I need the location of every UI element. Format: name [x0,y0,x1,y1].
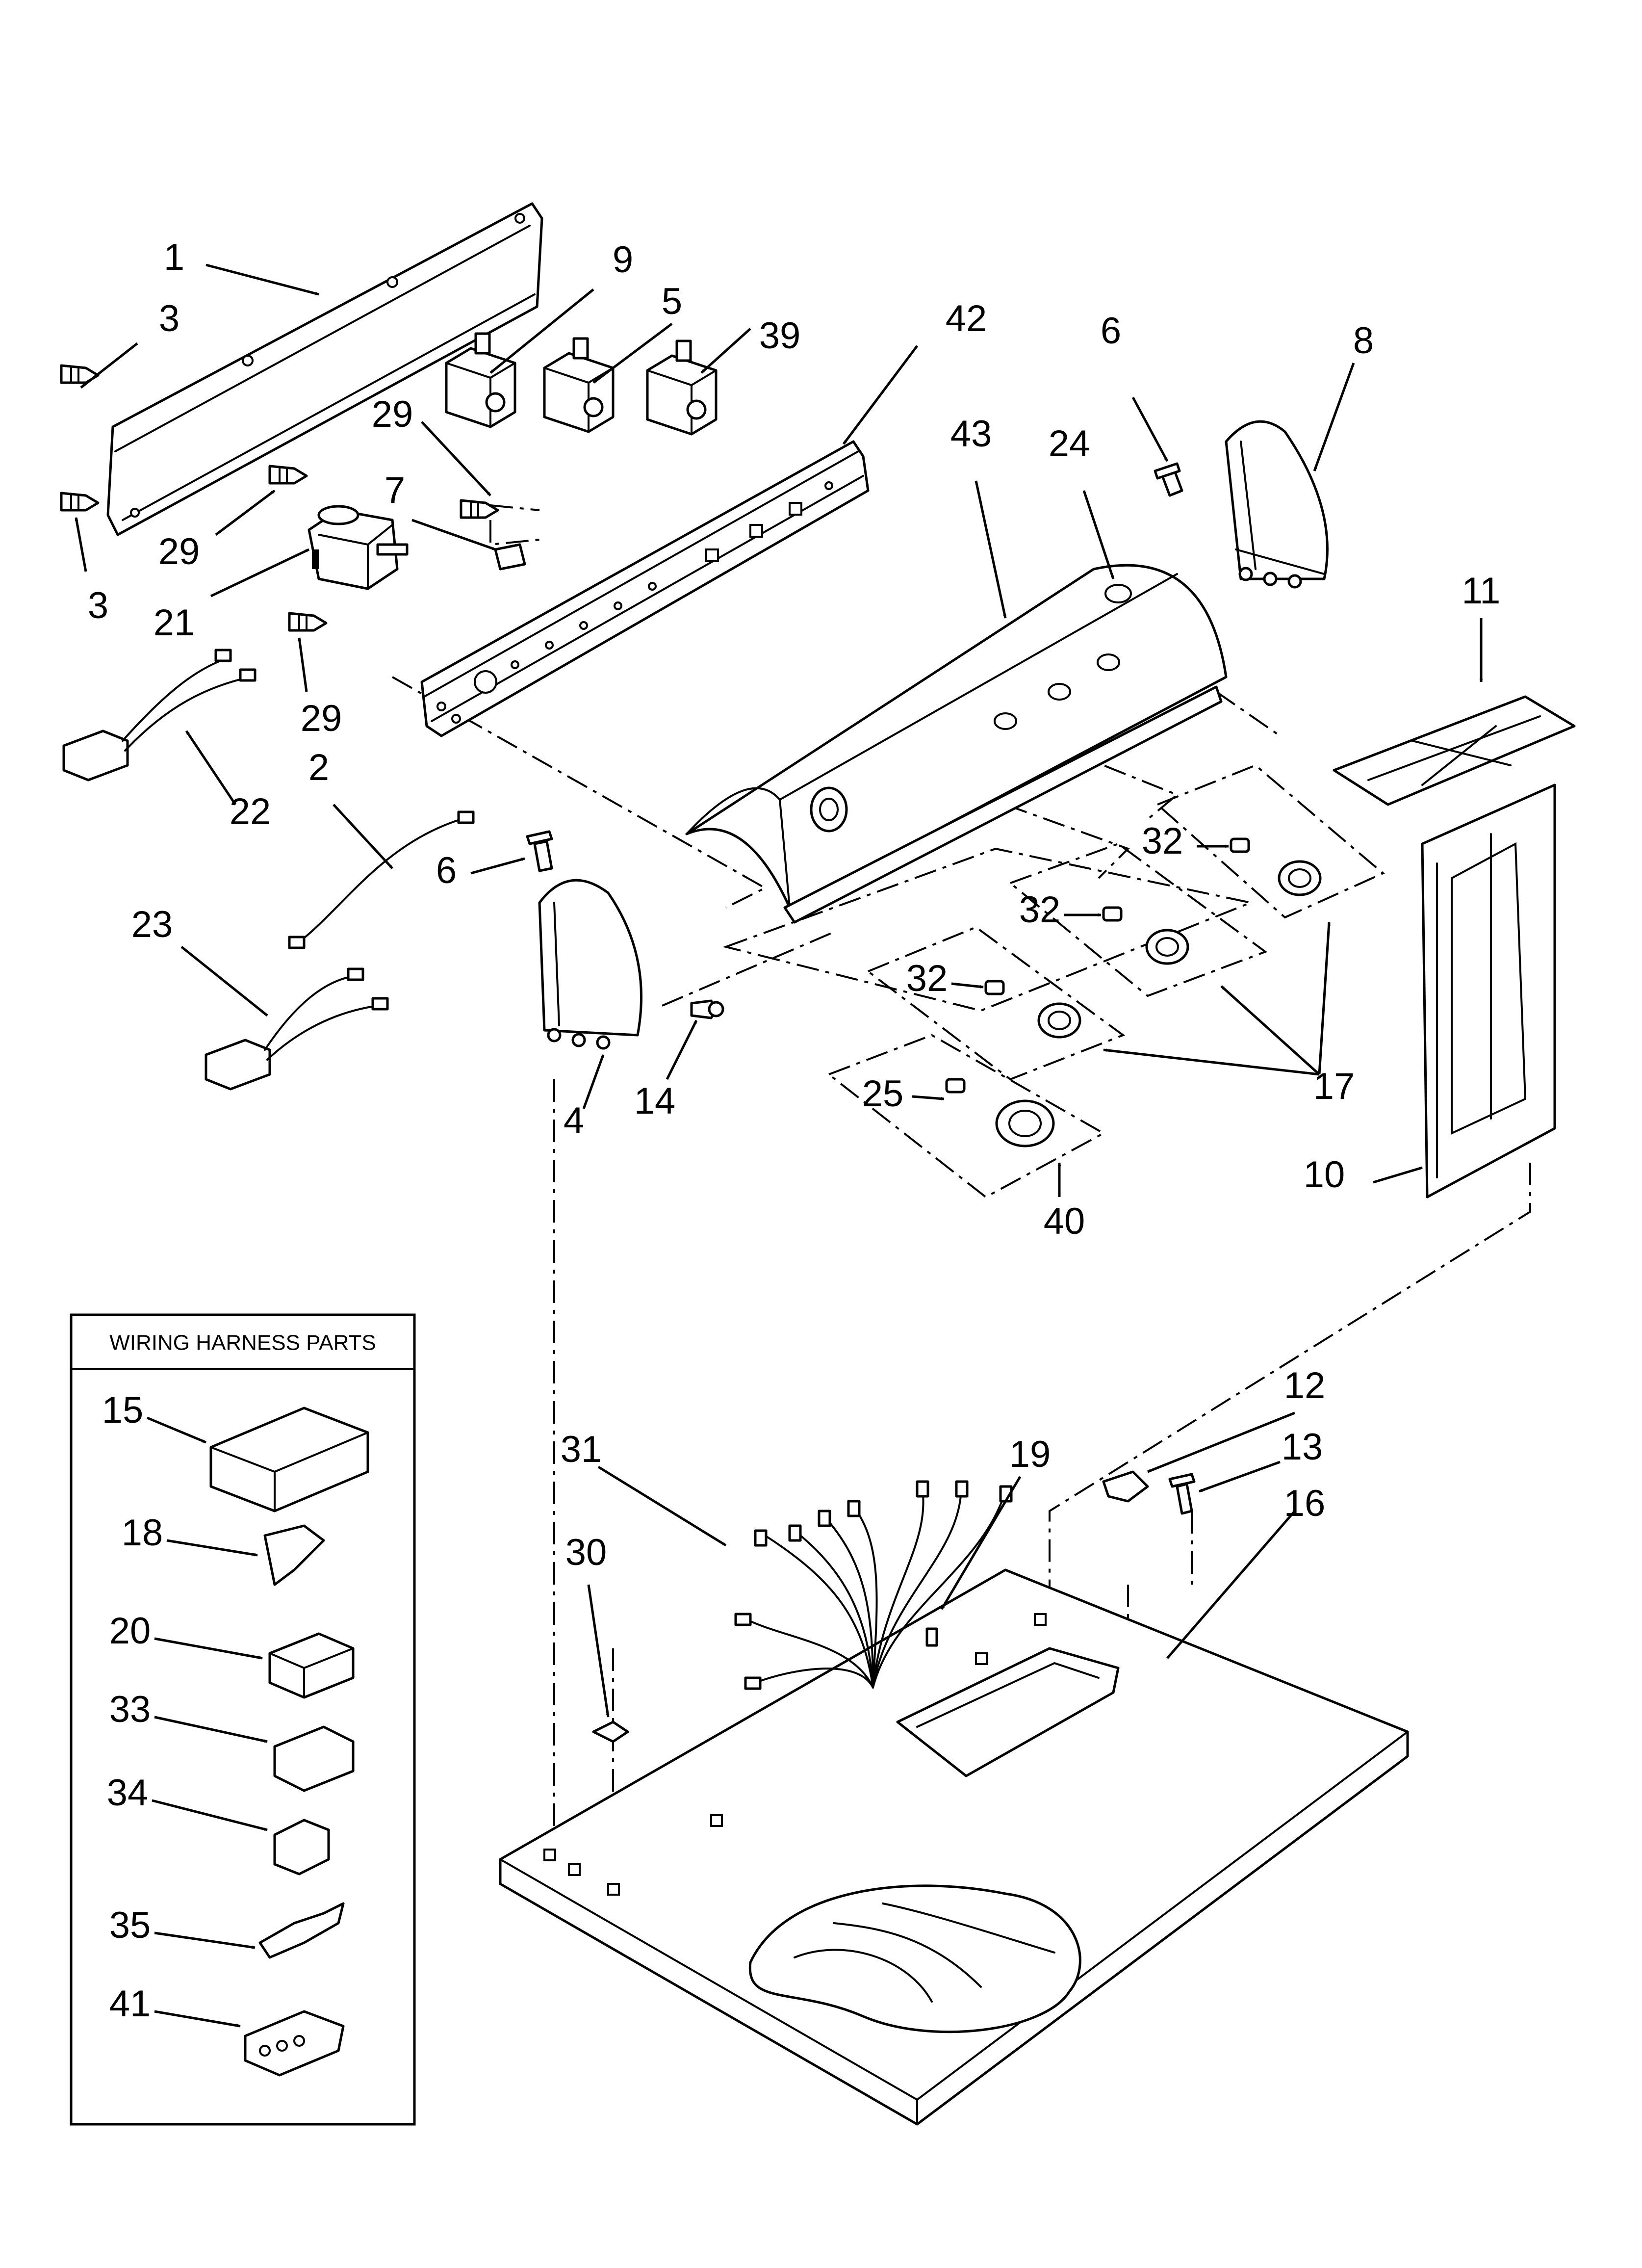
callout-42: 42 [946,298,987,339]
screw-29a [268,465,308,485]
inset-part-33 [273,1725,355,1792]
callout-17: 17 [1313,1066,1355,1107]
callout-23: 23 [131,904,173,945]
inset-part-35 [258,1902,345,1959]
callout-41: 41 [109,1983,151,2025]
inset-part-18 [263,1524,325,1586]
knob-32c [984,980,1081,1039]
screw-3b [60,492,100,512]
callout-21: 21 [154,602,195,644]
leader-lines [75,263,1483,1718]
clip-7 [494,543,526,571]
switch-39 [646,339,718,436]
knob-assembly-boxes [722,764,1385,1199]
timer-21 [308,505,409,590]
callout-numbers: 1 3 3 9 5 39 42 43 24 6 8 29 7 29 21 29 … [88,236,1501,1573]
callout-32: 32 [1019,889,1061,931]
harness-31 [734,1480,1013,1690]
knob-25 [945,1078,1055,1147]
callout-9: 9 [613,239,633,281]
callout-40: 40 [1044,1200,1085,1242]
harness-22 [62,649,257,782]
switch-5 [543,337,615,433]
callout-25: 25 [862,1073,904,1115]
callout-7: 7 [385,469,405,511]
callout-6: 6 [1101,310,1121,352]
callout-11: 11 [1462,570,1501,612]
inset-part-20 [268,1632,355,1699]
top-16 [499,1568,1409,2126]
callout-32: 32 [906,958,948,999]
callout-2: 2 [308,747,329,788]
callout-22: 22 [230,791,271,833]
inset-title: WIRING HARNESS PARTS [109,1331,376,1355]
callout-20: 20 [109,1610,151,1652]
callout-3: 3 [159,298,180,339]
callout-19: 19 [1009,1434,1051,1475]
callout-24: 24 [1049,423,1090,465]
callout-13: 13 [1282,1426,1323,1468]
wiring-harness-inset: WIRING HARNESS PARTS 15 18 20 33 34 [70,1313,416,2126]
callout-30: 30 [565,1532,607,1573]
console-43 [685,564,1228,924]
knob-32b [1102,906,1189,965]
callout-8: 8 [1353,320,1374,362]
rear-panel [106,202,543,536]
lint-screen-11 [1333,695,1576,806]
callout-29: 29 [301,698,342,739]
knob-32a [1230,837,1322,896]
callout-6: 6 [436,850,457,891]
callout-43: 43 [950,413,992,455]
end-cap-4 [538,879,642,1050]
callout-3: 3 [88,585,108,626]
callout-31: 31 [561,1429,602,1470]
screw-3a [60,364,100,384]
part-12 [1102,1470,1149,1503]
inset-part-15 [209,1407,369,1512]
callout-39: 39 [759,315,801,357]
screw-14 [690,999,724,1019]
callout-14: 14 [634,1080,676,1122]
callout-10: 10 [1304,1154,1345,1196]
harness-23 [205,967,389,1091]
harness-2 [288,810,475,949]
callout-29: 29 [158,531,200,573]
inset-part-41 [244,2010,345,2077]
callout-18: 18 [122,1512,163,1554]
callout-35: 35 [109,1904,151,1946]
callout-15: 15 [102,1389,144,1431]
bracket-42 [420,440,870,737]
callout-33: 33 [109,1689,151,1730]
part-19 [925,1627,938,1647]
callout-12: 12 [1284,1365,1326,1407]
screw-13 [1168,1473,1196,1515]
callout-16: 16 [1284,1483,1326,1524]
screw-6-left [526,830,553,872]
callout-29: 29 [372,393,413,435]
callout-34: 34 [107,1772,149,1814]
part-30 [592,1721,629,1743]
screw-29c [288,612,328,632]
callout-32: 32 [1142,820,1183,862]
screw-6-right [1154,462,1183,497]
callout-4: 4 [564,1100,584,1142]
callout-1: 1 [164,236,184,278]
inset-part-34 [273,1819,330,1876]
end-cap-8 [1225,420,1329,589]
screw-29b [460,499,499,519]
callout-5: 5 [662,281,682,322]
lint-housing-10 [1421,783,1556,1199]
